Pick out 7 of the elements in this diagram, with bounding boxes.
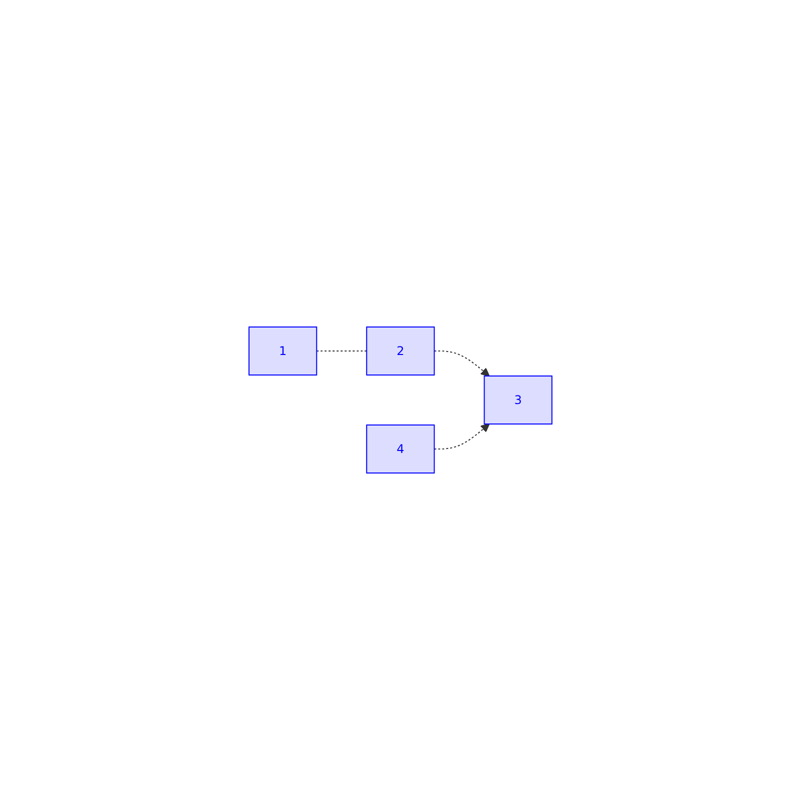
- node-box: 3: [483, 376, 552, 424]
- arrow: [433, 350, 490, 376]
- node-box: 2: [366, 326, 434, 376]
- connector: [316, 350, 367, 352]
- node-box: 1: [248, 326, 317, 376]
- node-box: 4: [366, 424, 434, 474]
- arrow: [433, 424, 490, 450]
